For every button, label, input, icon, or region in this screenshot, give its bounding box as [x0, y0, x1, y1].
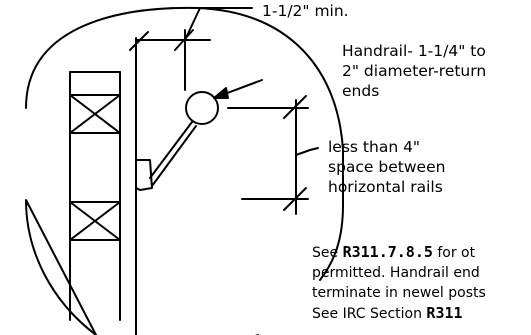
upper-blocking [69, 94, 121, 134]
spacing-label-line2: space between [328, 158, 446, 176]
note-line-1: See R311.7.8.5 for ot [312, 243, 476, 261]
handrail-label-line3: ends [342, 82, 380, 100]
wall-bracket [135, 159, 153, 191]
handrail-label-line1: Handrail- 1-1/4" to [342, 42, 486, 60]
note-line-4: See IRC Section R311 [312, 304, 463, 322]
code-section-ref: R311.7.8.5 [342, 243, 433, 261]
clearance-label: 1-1/2" min. [262, 2, 349, 20]
wall-framing [69, 37, 137, 335]
lower-blocking [69, 201, 121, 241]
handrail-assembly [135, 91, 219, 191]
irc-section-ref: R311 [426, 304, 463, 322]
handrail-leader-arrow [213, 87, 229, 99]
clearance-dimension [129, 7, 253, 91]
code-reference-note: See R311.7.8.5 for ot permitted. Handrai… [312, 242, 486, 324]
spacing-label-line3: horizontal rails [328, 178, 443, 196]
handrail-circle [185, 91, 219, 125]
detail-boundary-oval [25, 6, 344, 335]
spacing-label-line1: less than 4" [328, 138, 421, 156]
spacing-dimension [227, 95, 319, 215]
note-line-2: permitted. Handrail end [312, 265, 480, 281]
handrail-label-line2: 2" diameter-return [342, 62, 487, 80]
note-line-3: terminate in newel posts [312, 285, 486, 301]
